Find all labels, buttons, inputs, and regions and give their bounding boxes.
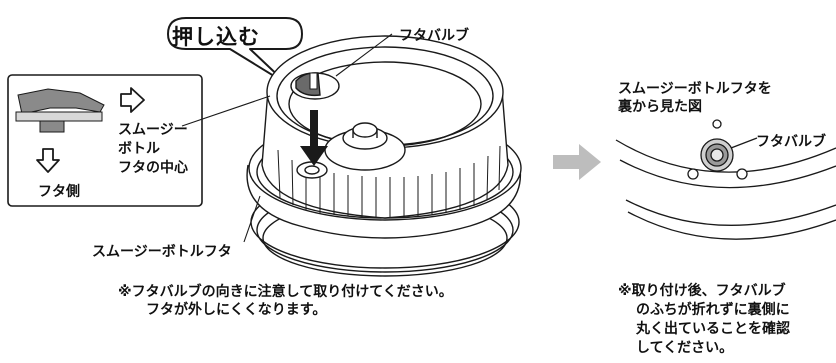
lid-center-label: スムージー ボトル フタの中心 — [118, 121, 188, 178]
next-step-arrow-icon — [553, 144, 601, 180]
lid-valve-label: フタバルブ — [399, 28, 469, 44]
underside-valve-label: フタバルブ — [756, 134, 826, 150]
orientation-note-line: フタが外しにくくなります。 — [146, 302, 327, 318]
installation-check-note-line: してください。 — [636, 340, 734, 356]
push-in-callout: 押し込む — [172, 25, 260, 49]
smoothie-bottle-lid — [246, 35, 522, 277]
push-down-arrow-icon — [300, 110, 328, 166]
orientation-note: ※フタバルブの向きに注意して取り付けてください。 フタが外しにくくなります。 — [118, 283, 453, 319]
lid-center-label-line: スムージー — [118, 122, 188, 138]
valve-cross-section — [15, 88, 105, 133]
orientation-inset — [7, 74, 203, 207]
speech-bubble — [167, 17, 303, 85]
lid-side-label: フタ側 — [38, 184, 80, 200]
underside-view-title: スムージーボトルフタを 裏から見た図 — [618, 80, 772, 116]
lid-name-label: スムージーボトルフタ — [92, 244, 232, 260]
installation-check-note: ※取り付け後、フタバルブ のふちが折れずに裏側に 丸く出ていることを確認 してく… — [618, 282, 790, 358]
underside-view-title-line: 裏から見た図 — [618, 99, 702, 115]
installation-check-note-line: 丸く出ていることを確認 — [636, 321, 790, 337]
leader-lines — [181, 33, 393, 243]
underside-view-title-line: スムージーボトルフタを — [618, 81, 772, 97]
installation-check-note-line: のふちが折れずに裏側に — [636, 302, 790, 318]
lid-underside-view — [615, 119, 836, 240]
installation-check-note-line: ※取り付け後、フタバルブ — [618, 283, 786, 299]
orientation-note-line: ※フタバルブの向きに注意して取り付けてください。 — [118, 284, 453, 300]
lid-center-label-line: フタの中心 — [118, 160, 188, 176]
right-arrow-icon — [120, 87, 145, 113]
down-arrow-icon — [36, 148, 60, 173]
lid-center-label-line: ボトル — [118, 141, 160, 157]
